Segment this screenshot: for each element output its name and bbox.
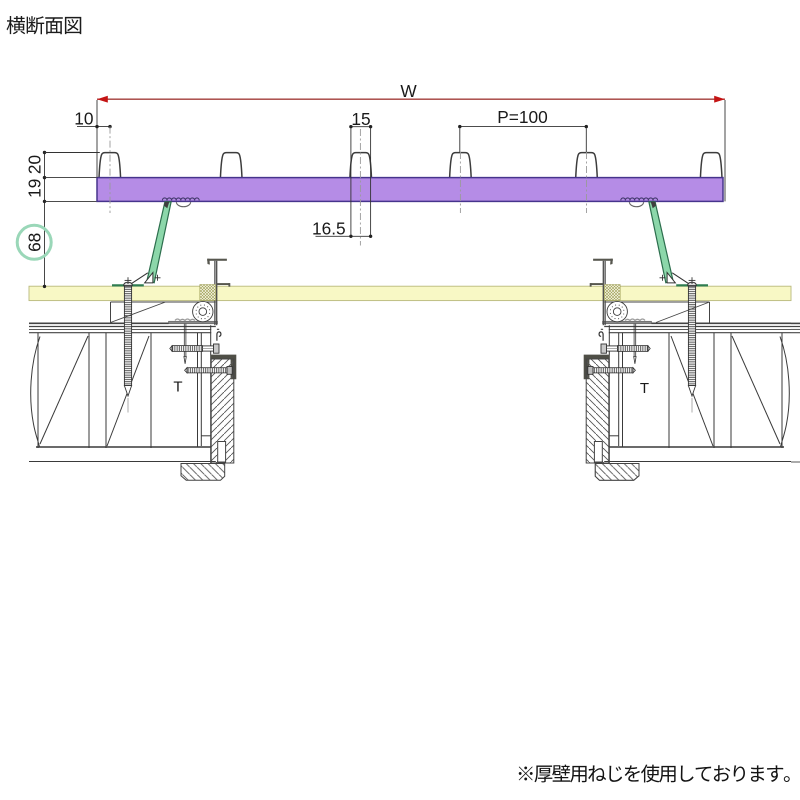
svg-text:T: T xyxy=(640,380,649,397)
svg-text:68: 68 xyxy=(24,233,44,252)
svg-text:P=100: P=100 xyxy=(497,107,547,127)
svg-text:15: 15 xyxy=(351,109,370,129)
svg-text:10: 10 xyxy=(74,108,93,128)
svg-text:20: 20 xyxy=(25,155,45,174)
svg-text:16.5: 16.5 xyxy=(312,218,346,238)
svg-text:19: 19 xyxy=(25,179,45,198)
svg-text:W: W xyxy=(400,81,417,101)
svg-text:T: T xyxy=(173,379,182,396)
